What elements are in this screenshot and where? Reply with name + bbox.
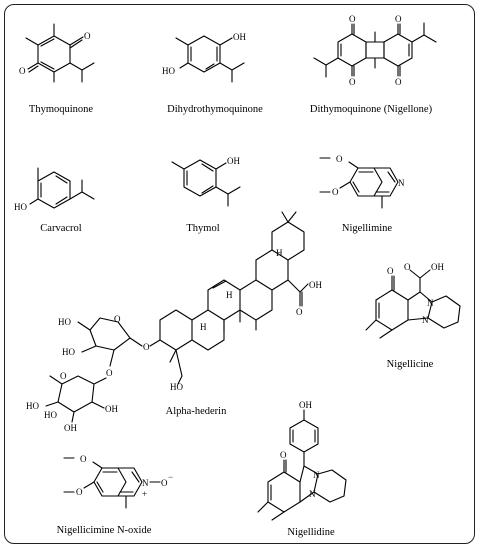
- alpha-hederin-structure: OH O H H H HO O O HO HO O O HO OH OH HO: [26, 211, 322, 433]
- atom-o: O: [19, 66, 26, 76]
- atom-oh: OH: [309, 280, 322, 290]
- figure-frame: [4, 4, 475, 544]
- thymoquinone-structure: O O: [19, 23, 95, 83]
- atom-o: O: [336, 154, 343, 164]
- atom-n: N: [427, 298, 434, 308]
- atom-ho: HO: [162, 66, 175, 76]
- carvacrol-structure: HO: [14, 167, 95, 212]
- atom-ho: HO: [44, 410, 57, 420]
- label-dihydrothymoquinone: Dihydrothymoquinone: [167, 104, 263, 115]
- atom-o: O: [84, 31, 91, 41]
- label-nigellicimine-n-oxide: Nigellicimine N-oxide: [57, 525, 152, 536]
- charge-plus: +: [142, 489, 147, 499]
- atom-h: H: [226, 290, 233, 300]
- nigellicine-structure: O O OH N N: [365, 262, 461, 339]
- atom-ho: HO: [58, 317, 71, 327]
- atom-o: O: [280, 450, 287, 460]
- atom-o: O: [106, 368, 113, 378]
- nigellicimine-n-oxide-structure: O O N + O −: [63, 454, 173, 509]
- atom-n: N: [313, 470, 320, 480]
- atom-n-plus: N: [142, 478, 149, 488]
- atom-oh: OH: [64, 423, 77, 433]
- atom-oh: OH: [299, 400, 312, 410]
- atom-n: N: [422, 315, 429, 325]
- nigellimine-structure: O O N: [319, 154, 405, 209]
- label-thymol: Thymol: [186, 223, 219, 234]
- atom-n: N: [398, 178, 405, 188]
- label-dithymoquinone: Dithymoquinone (Nigellone): [310, 104, 433, 115]
- atom-h: H: [276, 248, 283, 258]
- atom-ho: HO: [62, 347, 75, 357]
- label-thymoquinone: Thymoquinone: [29, 104, 93, 115]
- label-carvacrol: Carvacrol: [40, 223, 81, 234]
- nigellidine-structure: OH O N N: [257, 400, 347, 521]
- atom-ho: HO: [26, 401, 39, 411]
- atom-oh: OH: [431, 262, 444, 272]
- label-nigellicine: Nigellicine: [387, 359, 434, 370]
- atom-oh: OH: [227, 156, 240, 166]
- label-nigellidine: Nigellidine: [287, 527, 335, 538]
- atom-h: H: [200, 322, 207, 332]
- atom-o: O: [349, 14, 356, 24]
- dihydrothymoquinone-structure: OH HO: [162, 32, 246, 83]
- atom-oh: OH: [105, 404, 118, 414]
- atom-o-minus: O: [161, 478, 168, 488]
- atom-o: O: [387, 266, 394, 276]
- thymol-structure: OH: [171, 156, 241, 207]
- atom-oh: OH: [233, 32, 246, 42]
- atom-o: O: [296, 307, 303, 317]
- atom-o: O: [60, 371, 67, 381]
- label-alpha-hederin: Alpha-hederin: [166, 406, 227, 417]
- atom-o: O: [143, 342, 150, 352]
- atom-n: N: [309, 489, 316, 499]
- atom-o: O: [395, 77, 402, 87]
- atom-ho: HO: [14, 202, 27, 212]
- atom-o: O: [76, 487, 83, 497]
- atom-ho: HO: [170, 382, 183, 392]
- dithymoquinone-structure: O O O O: [313, 14, 437, 87]
- atom-o: O: [114, 314, 121, 324]
- atom-o: O: [349, 77, 356, 87]
- label-nigellimine: Nigellimine: [342, 223, 392, 234]
- atom-o: O: [80, 454, 87, 464]
- charge-minus: −: [168, 472, 173, 482]
- atom-o: O: [332, 187, 339, 197]
- atom-o: O: [395, 14, 402, 24]
- atom-o: O: [404, 262, 411, 272]
